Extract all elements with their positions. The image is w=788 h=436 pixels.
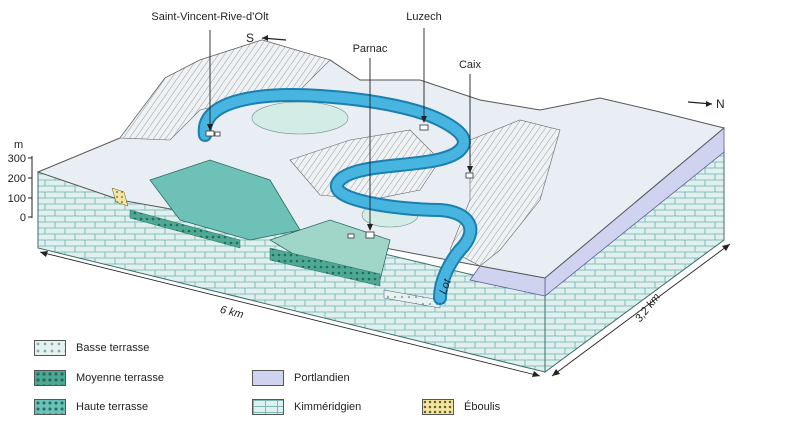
south-arrow-icon xyxy=(261,35,287,41)
label-caix: Caix xyxy=(459,59,482,71)
scale-tick-100: 100 xyxy=(8,193,26,205)
basse-terrasse-strip xyxy=(383,289,441,309)
village-luzech xyxy=(419,124,429,131)
label-saint-vincent: Saint-Vincent-Rive-d’Olt xyxy=(151,11,268,23)
valley-slope-left xyxy=(119,39,331,141)
village-caix xyxy=(465,172,474,179)
north-arrow-icon xyxy=(687,101,713,107)
village-saint-vincent xyxy=(205,130,221,137)
scale-tick-0: 0 xyxy=(20,212,26,224)
scale-ticks xyxy=(28,157,32,218)
label-luzech: Luzech xyxy=(406,11,441,23)
moyenne-terrasse-strip xyxy=(269,247,381,287)
leader-saint-vincent-arrow xyxy=(207,124,213,131)
haute-terrasse-strip xyxy=(129,209,241,249)
label-parnac: Parnac xyxy=(353,43,388,55)
label-river-lot: Lot xyxy=(437,277,454,296)
width-dimension xyxy=(551,243,731,377)
scale-tick-300: 300 xyxy=(8,153,26,165)
south-label: S xyxy=(246,31,254,45)
village-parnac xyxy=(347,231,375,239)
scale-tick-200: 200 xyxy=(8,173,26,185)
meander-terrace-1 xyxy=(251,101,349,135)
leader-caix-arrow xyxy=(467,166,473,173)
leader-luzech-arrow xyxy=(421,116,427,123)
river-lot-water xyxy=(199,90,476,303)
eboulis-area xyxy=(111,187,129,207)
length-dimension xyxy=(39,251,541,377)
length-label: 6 km xyxy=(219,304,245,321)
leader-parnac-arrow xyxy=(367,224,373,231)
scale-unit: m xyxy=(14,139,23,151)
north-label: N xyxy=(716,97,725,111)
